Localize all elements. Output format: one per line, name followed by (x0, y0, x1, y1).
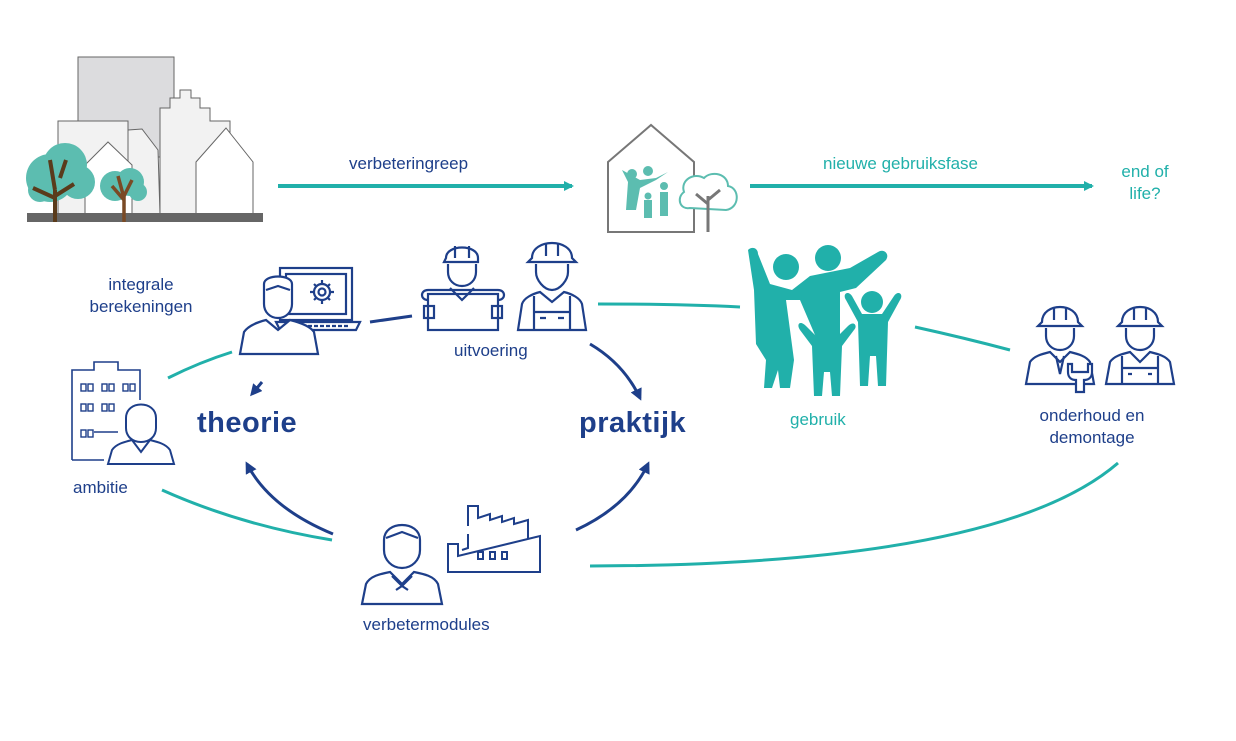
arrow-to-praktijk-top (589, 342, 642, 401)
label-verbetermodules: verbetermodules (363, 615, 490, 634)
end-of-life-line2: life? (1129, 184, 1161, 204)
end-of-life-line1: end of (1121, 162, 1169, 181)
label-uitvoering: uitvoering (454, 341, 528, 360)
label-gebruik: gebruik (790, 410, 846, 429)
city-buildings-icon (26, 56, 263, 222)
connector-gebruik-onderhoud (914, 325, 1011, 352)
arrow-to-praktijk-bottom (575, 461, 650, 532)
house-family-icon (607, 123, 738, 233)
tree-icon (100, 168, 147, 222)
person-icon (106, 403, 176, 465)
office-building-person-icon (71, 361, 176, 465)
onderhoud-line2: demontage (1049, 428, 1135, 448)
label-verbeteringreep: verbeteringreep (349, 154, 469, 173)
connector-ambitie-verbetermodules (161, 488, 333, 542)
maintenance-worker-icon (1024, 306, 1096, 394)
connector-verbetermodules-onderhoud (589, 461, 1119, 568)
label-integrale-berekeningen: integrale berekeningen (68, 274, 214, 318)
tree-outline-icon (678, 172, 738, 232)
factory-icon (447, 505, 541, 573)
label-end-of-life: end of life? (1112, 161, 1178, 205)
connector-uitvoering-gebruik (597, 302, 741, 309)
architect-blueprint-icon (420, 246, 506, 332)
engineer-laptop-icon (238, 266, 362, 356)
construction-worker-icon (516, 242, 588, 332)
label-theorie: theorie (197, 407, 298, 439)
arrow-to-theorie-bottom (245, 461, 334, 536)
family-icon (748, 245, 902, 396)
label-praktijk: praktijk (579, 407, 687, 439)
arrow-to-theorie-top (250, 381, 264, 397)
integrale-line1: integrale (108, 275, 174, 294)
integrale-line2: berekeningen (89, 297, 193, 317)
connector-ambitie-integrale (167, 350, 233, 380)
label-nieuwe-gebruiksfase: nieuwe gebruiksfase (823, 154, 978, 173)
business-person-icon (360, 524, 444, 606)
label-onderhoud-demontage: onderhoud en demontage (1022, 405, 1162, 449)
tree-icon (26, 143, 95, 222)
label-ambitie: ambitie (73, 478, 128, 497)
connector-integrale-uitvoering (369, 314, 413, 324)
onderhoud-line1: onderhoud en (1039, 406, 1145, 425)
worker-overalls-icon (1104, 306, 1176, 386)
